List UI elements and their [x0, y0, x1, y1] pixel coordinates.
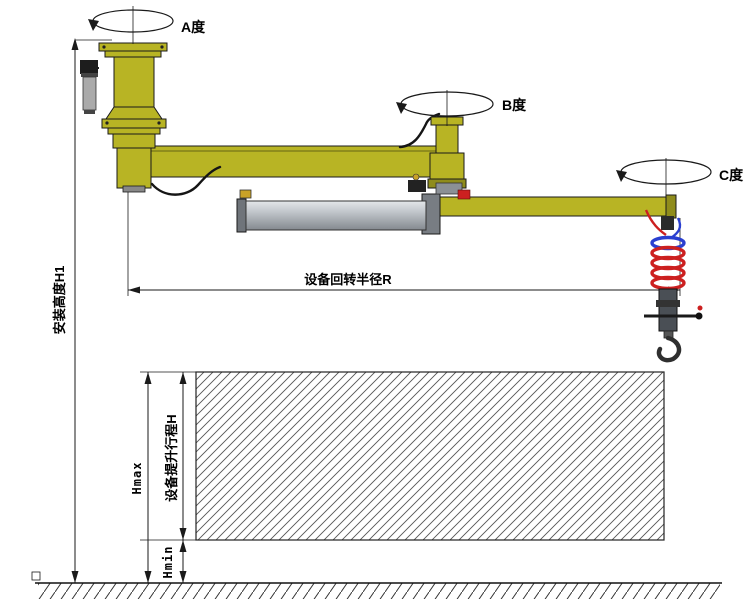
brass-elbow — [412, 173, 420, 181]
hmin-arrow-top — [179, 540, 187, 552]
hmin-arrow-bottom — [179, 571, 187, 583]
mast-bottom-plate — [107, 127, 161, 135]
mast-assembly — [80, 42, 168, 193]
end-effector-assembly — [644, 209, 703, 363]
balancer-band — [656, 300, 680, 307]
rotation-b: B度 — [396, 90, 527, 126]
rotation-b-arrowhead — [396, 102, 407, 114]
mast-flare — [105, 106, 163, 120]
r-arrow-left — [128, 286, 140, 294]
rotation-c-label: C度 — [719, 167, 744, 183]
hmax-label: Hmax — [130, 462, 144, 495]
height-dimensions: Hmax 设备提升行程H Hmin — [130, 371, 196, 583]
mast-top-plate — [104, 50, 162, 58]
filter-cap-bottom — [84, 110, 95, 114]
red-button — [697, 305, 703, 311]
filter-cap-top — [81, 73, 98, 77]
balancer-body — [658, 288, 678, 332]
air-regulator — [80, 60, 98, 74]
bolt — [105, 121, 109, 125]
red-fitting — [457, 189, 471, 200]
red-hose — [644, 209, 667, 236]
install-height-label: 安装高度H1 — [52, 266, 67, 335]
ground-hatch — [38, 583, 720, 599]
valve-block — [408, 180, 426, 192]
mast-mount-block — [112, 133, 156, 149]
h1-arrow-top — [71, 38, 79, 50]
pivot-foot — [122, 185, 146, 193]
work-envelope — [195, 371, 665, 541]
rotation-b-label: B度 — [502, 97, 527, 113]
hmin-label: Hmin — [161, 546, 175, 579]
mast-top-flange — [98, 42, 168, 52]
joint-neck — [435, 124, 459, 154]
lift-arrow-top — [179, 372, 187, 384]
work-envelope-box — [195, 371, 665, 541]
install-height-dimension: 安装高度H1 — [52, 38, 112, 583]
cylinder-left-cap — [236, 198, 247, 233]
joint-lower-block — [435, 182, 463, 195]
outer-arm-end-cap — [665, 194, 677, 219]
brass-fitting — [239, 189, 252, 199]
h1-arrow-bottom — [71, 571, 79, 583]
arm-pivot-housing — [116, 147, 152, 189]
mast-column — [113, 56, 155, 108]
coil-turn — [650, 275, 686, 291]
bolt — [160, 45, 164, 49]
end-connector — [661, 216, 674, 230]
rotation-c-arrowhead — [616, 170, 627, 182]
ground — [31, 571, 722, 599]
cylinder-tube — [245, 200, 427, 231]
hmax-arrow-bottom — [144, 571, 152, 583]
joint-body — [429, 152, 465, 180]
lift-arrow-bottom — [179, 528, 187, 540]
datum-marker — [31, 571, 41, 581]
pneumatic-cylinder — [236, 189, 427, 233]
rotation-a-arrowhead — [88, 19, 99, 31]
rotation-radius-label: 设备回转半径R — [304, 272, 392, 287]
pivot-hose — [150, 165, 222, 196]
bolt — [157, 121, 161, 125]
rotation-a: A度 — [88, 6, 206, 44]
mast-bottom-flange — [101, 118, 167, 129]
rotation-c: C度 — [616, 158, 744, 200]
hook-icon — [656, 335, 682, 363]
hmax-arrow-top — [144, 372, 152, 384]
rotation-a-label: A度 — [181, 19, 206, 35]
air-filter-bowl — [82, 76, 97, 111]
handle-knob — [695, 312, 703, 320]
outer-arm — [421, 193, 677, 235]
outer-arm-beam — [427, 196, 675, 217]
bolt — [102, 45, 106, 49]
lift-stroke-label: 设备提升行程H — [164, 414, 179, 501]
